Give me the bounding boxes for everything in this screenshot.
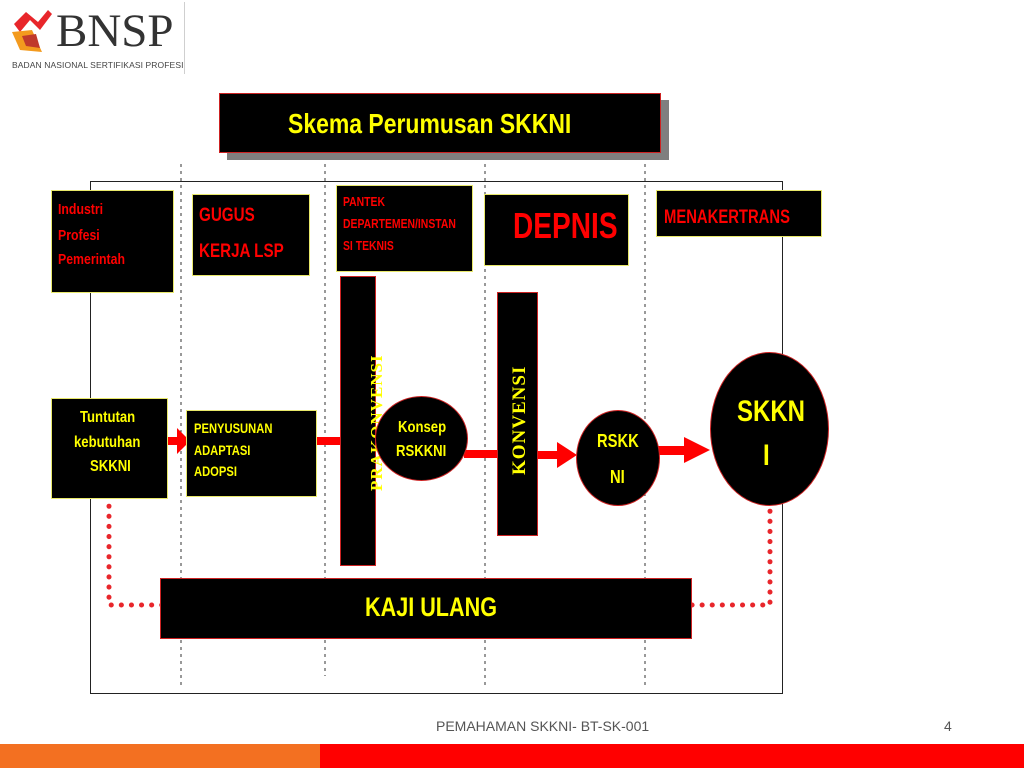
- tuntutan-line-1: Tuntutan: [80, 409, 136, 426]
- node-tuntutan: Tuntutan kebutuhan SKKNI: [51, 398, 168, 499]
- konvensi-label: KONVENSI: [509, 365, 530, 475]
- arrow-konsep-to-konvensi: [464, 450, 500, 458]
- logo-wordmark: BNSP: [56, 5, 174, 57]
- footer-bar-red: [320, 744, 1024, 768]
- arrow-rskkni-to-skkni: [658, 437, 710, 463]
- node-konsep: Konsep RSKKNI: [375, 396, 468, 481]
- node-rskkni: RSKK NI: [576, 410, 660, 506]
- node-skkni: SKKN I: [710, 352, 829, 506]
- header-gugus: GUGUS KERJA LSP: [192, 194, 310, 276]
- industri-line-1: Industri: [58, 201, 104, 218]
- kaji-ulang-label: KAJI ULANG: [365, 592, 498, 622]
- footer-bar-orange: [0, 744, 320, 768]
- logo-subtitle: BADAN NASIONAL SERTIFIKASI PROFESI: [12, 60, 184, 70]
- penyusunan-line-2: ADAPTASI: [194, 442, 251, 458]
- header-depnis: DEPNIS: [484, 194, 629, 266]
- logo-divider: [184, 2, 185, 74]
- rskkni-line-1: RSKK: [597, 431, 639, 451]
- menakertrans-label: MENAKERTRANS: [664, 207, 790, 228]
- konsep-line-2: RSKKNI: [396, 443, 447, 460]
- header-menakertrans: MENAKERTRANS: [656, 190, 822, 237]
- gugus-line-1: GUGUS: [199, 205, 255, 226]
- header-industri: Industri Profesi Pemerintah: [51, 190, 174, 293]
- penyusunan-line-3: ADOPSI: [194, 463, 237, 479]
- arrow-tuntutan-to-penyusunan: [167, 428, 190, 454]
- industri-line-2: Profesi: [58, 227, 100, 244]
- tuntutan-line-2: kebutuhan: [74, 434, 141, 451]
- bnsp-logo-icon: [8, 6, 54, 56]
- skkni-line-2: I: [763, 439, 770, 472]
- industri-line-3: Pemerintah: [58, 251, 125, 268]
- page-number: 4: [944, 718, 952, 734]
- node-prakonvensi: PRAKONVENSI: [340, 276, 386, 566]
- tuntutan-line-3: SKKNI: [90, 458, 131, 475]
- skkni-line-1: SKKN: [737, 395, 806, 428]
- title-box: Skema Perumusan SKKNI: [219, 93, 661, 153]
- pantek-line-2: DEPARTEMEN/INSTAN: [343, 216, 456, 231]
- depnis-label: DEPNIS: [513, 205, 618, 246]
- arrow-penyusunan-to-prakonvensi: [316, 437, 342, 445]
- arrow-konvensi-to-rskkni: [537, 442, 577, 468]
- penyusunan-line-1: PENYUSUNAN: [194, 420, 273, 436]
- diagram-title: Skema Perumusan SKKNI: [288, 108, 572, 139]
- node-konvensi: KONVENSI: [497, 292, 538, 536]
- pantek-line-1: PANTEK: [343, 194, 385, 209]
- node-penyusunan: PENYUSUNAN ADAPTASI ADOPSI: [186, 410, 317, 497]
- node-kaji-ulang: KAJI ULANG: [160, 578, 692, 639]
- gugus-line-2: KERJA LSP: [199, 241, 284, 262]
- konsep-line-1: Konsep: [398, 419, 447, 436]
- pantek-line-3: SI TEKNIS: [343, 238, 394, 253]
- footer-text: PEMAHAMAN SKKNI- BT-SK-001: [436, 718, 650, 734]
- header-pantek: PANTEK DEPARTEMEN/INSTAN SI TEKNIS: [336, 185, 473, 272]
- rskkni-line-2: NI: [610, 467, 625, 487]
